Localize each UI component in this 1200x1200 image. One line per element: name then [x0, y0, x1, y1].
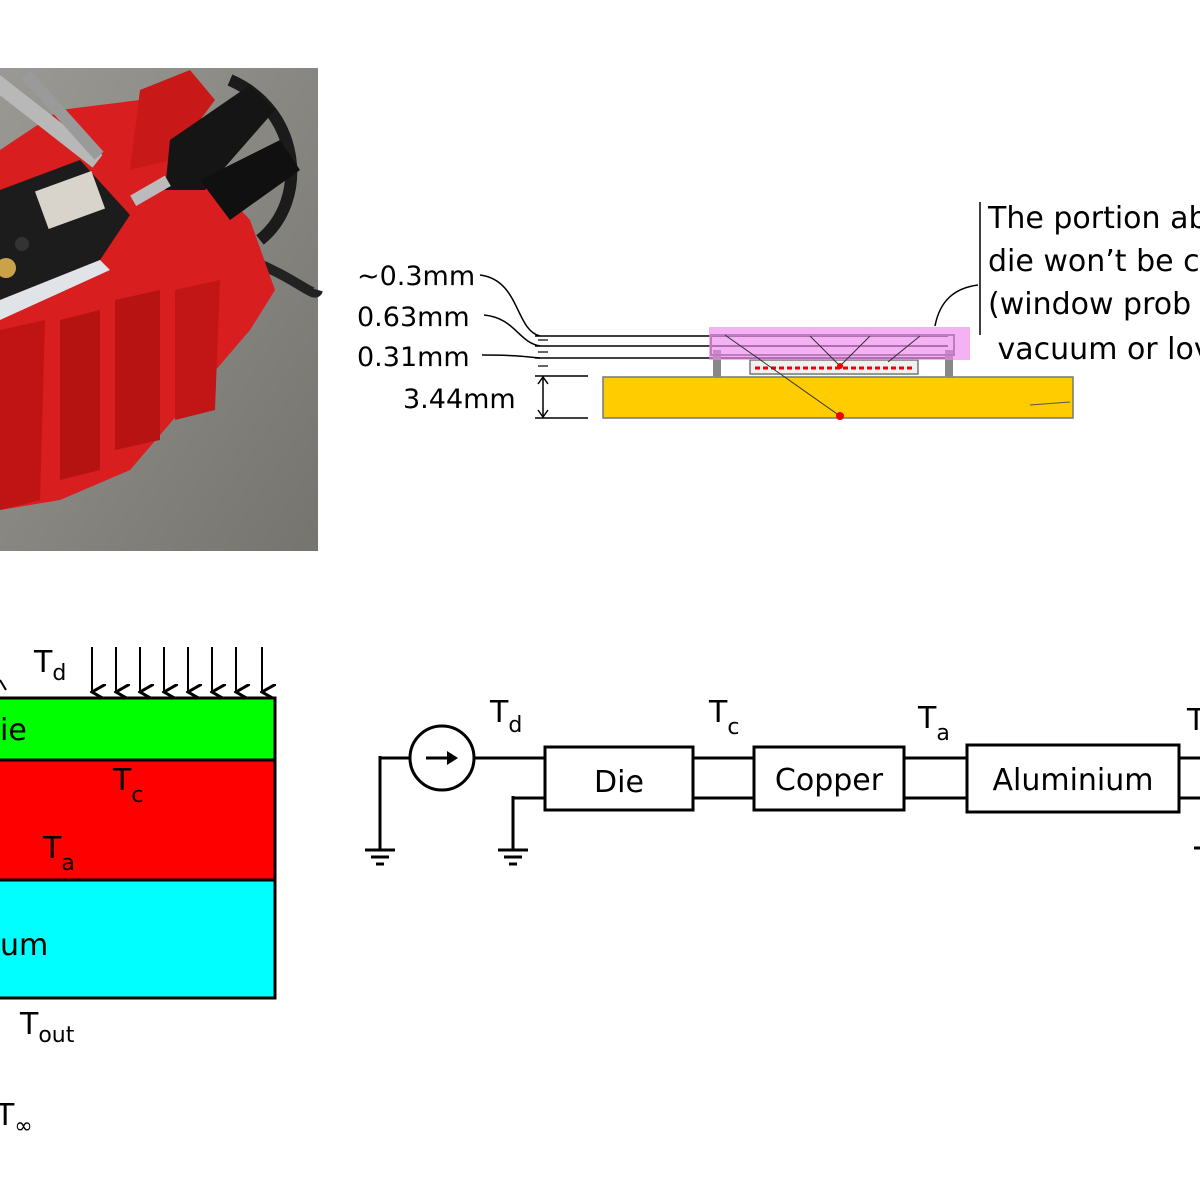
window-highlight: [709, 327, 970, 360]
temp-ta-label: Ta: [42, 831, 75, 876]
ground-symbol: [365, 848, 395, 866]
circuit-td-label: Td: [489, 695, 522, 738]
note-line: die won’t be c: [988, 244, 1200, 279]
aluminium-layer-label: um: [0, 928, 48, 963]
cross-section-diagram: ~0.3mm 0.63mm 0.31mm 3.44mm: [357, 201, 1200, 420]
ground-symbol: [498, 848, 528, 866]
circuit-ta-label: Ta: [917, 701, 950, 746]
circuit-tc-label: Tc: [708, 695, 739, 740]
aluminium-block: [965, 743, 1181, 814]
copper-layer: [0, 758, 277, 882]
note-line: vacuum or lov: [988, 332, 1200, 367]
temp-tc-label: Tc: [112, 763, 143, 808]
note-line: The portion ab: [987, 201, 1200, 236]
die-block-label: Die: [594, 765, 644, 800]
layer-stack-diagram: Td ie um Tc Ta Tout T∞: [0, 645, 277, 1139]
note-line: (window prob: [988, 287, 1191, 322]
dim-label: 3.44mm: [403, 384, 516, 415]
hardware-photo: [0, 68, 323, 551]
aluminium-layer: [0, 878, 277, 1000]
temp-tout-label: Tout: [19, 1007, 75, 1048]
die-layer-label: ie: [0, 713, 27, 748]
dim-label: 0.31mm: [357, 342, 470, 373]
die-block: [543, 745, 695, 812]
dim-label: ~0.3mm: [357, 261, 475, 292]
thermal-circuit-diagram: Td Die Tc Copper Ta Aluminium T: [365, 695, 1200, 866]
temp-tinf-label: T∞: [0, 1098, 33, 1139]
copper-block: [752, 745, 906, 812]
dim-label: 0.63mm: [357, 302, 470, 333]
copper-block-label: Copper: [775, 763, 884, 798]
temp-td-label: Td: [33, 645, 66, 686]
pcb-board: [602, 376, 1074, 419]
circuit-t-edge-label: T: [1186, 703, 1200, 738]
aluminium-block-label: Aluminium: [992, 763, 1153, 798]
die-layer: [0, 696, 277, 762]
